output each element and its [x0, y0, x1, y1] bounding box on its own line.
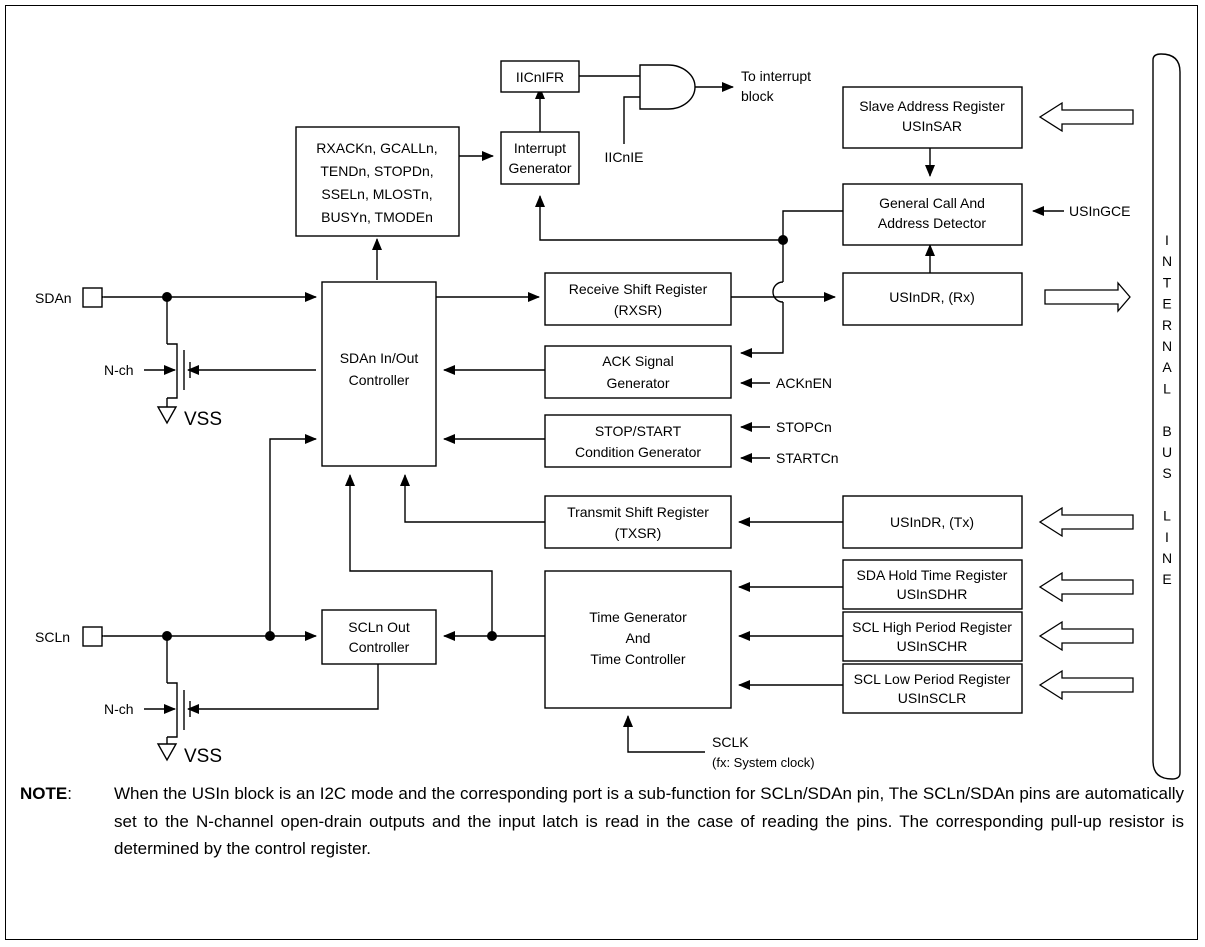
scl-high-label-1: SCL High Period Register	[852, 619, 1012, 635]
scl-low-label-1: SCL Low Period Register	[854, 671, 1011, 687]
bus-letter: E	[1162, 296, 1171, 312]
vss-bottom-label: VSS	[184, 746, 222, 767]
interrupt-generator-label-1: Interrupt	[514, 140, 566, 156]
usingce-label: USInGCE	[1069, 203, 1130, 219]
time-generator-label-1: Time Generator	[589, 609, 687, 625]
ack-signal-generator-box	[544, 345, 732, 399]
scl-low-label-2: USInSCLR	[898, 690, 966, 706]
sdan-controller-label-2: Controller	[349, 372, 410, 388]
note-text: When the USIn block is an I2C mode and t…	[114, 784, 1184, 858]
bus-letter: N	[1162, 338, 1172, 354]
general-call-label-2: Address Detector	[878, 215, 986, 231]
bus-letter: A	[1162, 359, 1172, 375]
internal-bus-line	[1152, 53, 1181, 780]
bus-letter: N	[1162, 550, 1172, 566]
scl-low-register-box	[842, 663, 1023, 714]
bus-letter: E	[1162, 571, 1171, 587]
usindr-rx-label: USInDR, (Rx)	[889, 289, 975, 305]
scl-high-register-box	[842, 611, 1023, 662]
time-generator-label-2: And	[626, 630, 651, 646]
receive-shift-register-box	[544, 272, 732, 326]
bus-letter: N	[1162, 253, 1172, 269]
scln-pin-pad	[82, 626, 103, 647]
transmit-shift-label-1: Transmit Shift Register	[567, 504, 709, 520]
scln-out-label-2: Controller	[349, 639, 410, 655]
status-flags-line-4: BUSYn, TMODEn	[321, 209, 433, 225]
scln-out-label-1: SCLn Out	[348, 619, 410, 635]
scln-pin-label: SCLn	[35, 629, 70, 645]
sda-hold-label-1: SDA Hold Time Register	[857, 567, 1008, 583]
bus-letter: R	[1162, 317, 1172, 333]
time-generator-box	[544, 570, 732, 709]
stopcn-label: STOPCn	[776, 419, 832, 435]
bus-letter: I	[1165, 529, 1169, 545]
time-generator-label-3: Time Controller	[590, 651, 686, 667]
scln-out-controller-box	[321, 609, 437, 665]
sdan-pin-pad	[82, 287, 103, 308]
ack-generator-label-1: ACK Signal	[602, 353, 674, 369]
labels: IICnIFR To interrupt block IICnIE Interr…	[35, 68, 1130, 770]
bus-letter: S	[1162, 465, 1171, 481]
iicnie-label: IICnIE	[605, 149, 644, 165]
interrupt-generator-label-2: Generator	[508, 160, 571, 176]
nch-top-label: N-ch	[104, 362, 134, 378]
bus-letter: L	[1163, 508, 1171, 524]
bus-letter: T	[1163, 274, 1172, 290]
transmit-shift-register-box	[544, 495, 732, 549]
status-flags-line-3: SSELn, MLOSTn,	[321, 186, 432, 202]
status-flags-line-2: TENDn, STOPDn,	[320, 163, 433, 179]
sdan-pin-label: SDAn	[35, 290, 72, 306]
note-key-separator: :	[67, 784, 72, 803]
slave-address-label-1: Slave Address Register	[859, 98, 1005, 114]
receive-shift-label-2: (RXSR)	[614, 302, 662, 318]
usi-i2c-block-diagram: IICnIFR To interrupt block IICnIE Interr…	[35, 53, 1181, 780]
general-call-label-1: General Call And	[879, 195, 985, 211]
usindr-rx-box	[842, 272, 1023, 326]
and-gate	[639, 64, 696, 110]
general-call-detector-box	[842, 183, 1023, 246]
stop-start-generator-box	[544, 414, 732, 468]
bus-letter: I	[1165, 232, 1169, 248]
iicnifr-label: IICnIFR	[516, 69, 564, 85]
bus-arrows	[1038, 101, 1134, 701]
ground-symbols	[156, 406, 178, 762]
stop-start-label-1: STOP/START	[595, 423, 682, 439]
acknen-label: ACKnEN	[776, 375, 832, 391]
slave-address-label-2: USInSAR	[902, 118, 962, 134]
note-key-word: NOTE	[20, 784, 68, 803]
interrupt-generator-box	[500, 131, 580, 185]
sdan-controller-box	[321, 281, 437, 467]
transmit-shift-label-2: (TXSR)	[615, 525, 662, 541]
diagram-frame	[5, 5, 1198, 940]
to-interrupt-label-2: block	[741, 88, 775, 104]
ack-generator-label-2: Generator	[606, 375, 669, 391]
sda-hold-label-2: USInSDHR	[897, 586, 968, 602]
bus-letter: L	[1163, 380, 1171, 396]
stop-start-label-2: Condition Generator	[575, 444, 701, 460]
vss-top-label: VSS	[184, 409, 222, 430]
nch-bottom-label: N-ch	[104, 701, 134, 717]
iicnifr-box	[500, 60, 580, 93]
wires	[93, 75, 1064, 753]
sdan-controller-label-1: SDAn In/Out	[340, 350, 419, 366]
status-flags-box	[295, 126, 460, 237]
status-flags-line-1: RXACKn, GCALLn,	[316, 140, 437, 156]
slave-address-register-box	[842, 86, 1023, 149]
usindr-tx-label: USInDR, (Tx)	[890, 514, 974, 530]
receive-shift-label-1: Receive Shift Register	[569, 281, 708, 297]
usindr-tx-box	[842, 495, 1023, 549]
to-interrupt-label-1: To interrupt	[741, 68, 811, 84]
bus-letter: B	[1162, 423, 1171, 439]
scl-high-label-2: USInSCHR	[897, 638, 968, 654]
junction-dots	[162, 235, 788, 641]
sclk-label: SCLK	[712, 734, 749, 750]
bus-letter: U	[1162, 444, 1172, 460]
note-key: NOTE:	[20, 780, 72, 808]
sda-hold-register-box	[842, 559, 1023, 610]
sclk-sublabel: (fx: System clock)	[712, 755, 815, 770]
startcn-label: STARTCn	[776, 450, 839, 466]
